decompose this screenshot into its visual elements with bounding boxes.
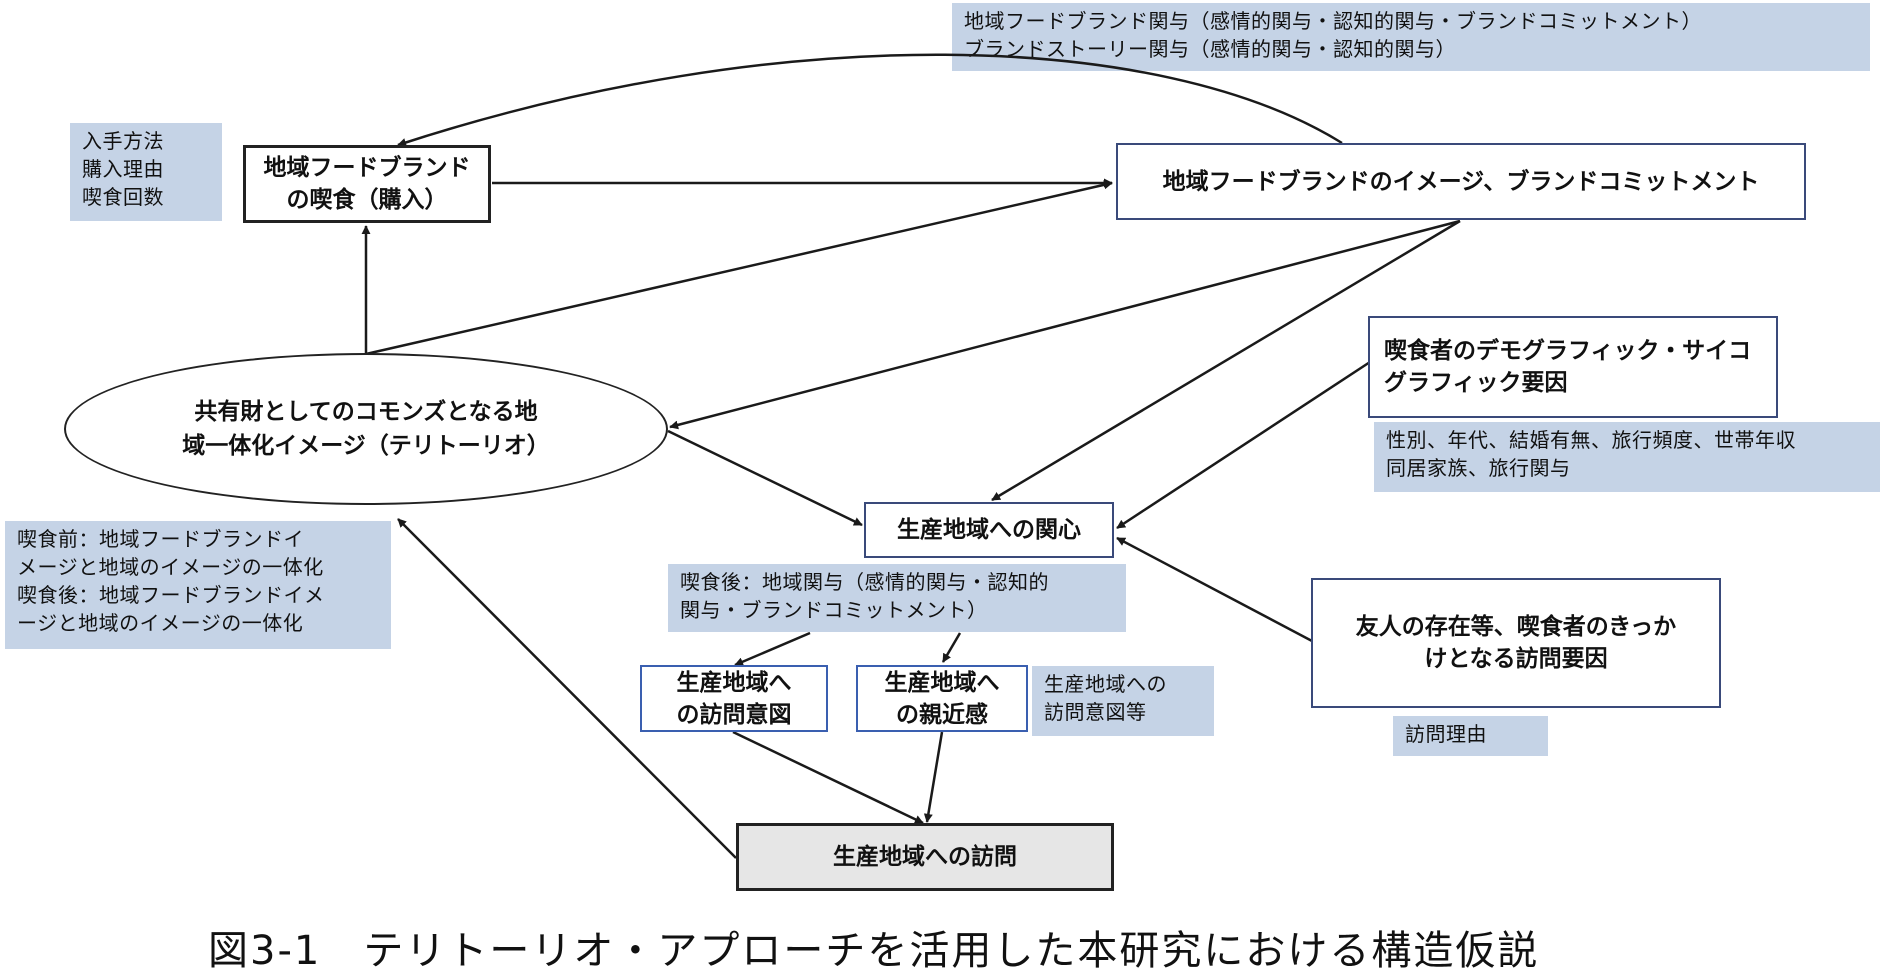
arrow-interest-to-affinity [941,632,962,663]
note-purchase-method: 入手方法 購入理由 喫食回数 [70,123,222,221]
node-demographic-factors: 喫食者のデモグラフィック・サイコ グラフィック要因 [1368,316,1778,418]
node-eating-purchase: 地域フードブランド の喫食（購入） [243,145,491,223]
note-after-eating: 喫食後：地域関与（感情的関与・認知的 関与・ブランドコミットメント） [668,564,1126,632]
arrow-commons-to-interest [667,429,863,527]
node-brand-image-commitment: 地域フードブランドのイメージ、ブランドコミットメント [1116,143,1806,220]
arrow-brand-to-eating-curve [397,53,1343,147]
node-regional-visit: 生産地域への訪問 [736,823,1114,891]
note-image-integration: 喫食前：地域フードブランドイ メージと地域のイメージの一体化 喫食後：地域フード… [5,521,391,649]
arrow-brand-image-to-interest [991,219,1461,502]
arrow-visit-to-commons [397,518,737,859]
node-commons-territory-image: 共有財としてのコモンズとなる地 域一体化イメージ（テリトーリオ） [64,353,668,505]
arrow-intention-to-visit [732,730,924,825]
arrow-brand-image-to-commons [669,219,1461,430]
note-visit-reason: 訪問理由 [1393,716,1548,756]
arrow-demographic-to-interest [1116,360,1371,530]
node-regional-affinity: 生産地域へ の親近感 [856,665,1028,732]
node-visit-intention: 生産地域へ の訪問意図 [640,665,828,732]
note-demographic-items: 性別、年代、結婚有無、旅行頻度、世帯年収 同居家族、旅行関与 [1374,422,1880,492]
node-regional-interest: 生産地域への関心 [864,502,1114,558]
note-involvement: 地域フードブランド関与（感情的関与・認知的関与・ブランドコミットメント） ブラン… [952,3,1870,71]
node-visit-trigger-factors: 友人の存在等、喫食者のきっか けとなる訪問要因 [1311,578,1721,708]
arrow-friends-to-interest [1116,536,1313,643]
arrow-commons-to-brand-image [365,180,1113,356]
note-visit-intention-etc: 生産地域への 訪問意図等 [1032,666,1214,736]
figure-caption: 図3-1 テリトーリオ・アプローチを活用した本研究における構造仮説 [208,928,1540,974]
arrow-affinity-to-visit [923,731,944,823]
arrow-interest-to-intention [734,631,811,667]
